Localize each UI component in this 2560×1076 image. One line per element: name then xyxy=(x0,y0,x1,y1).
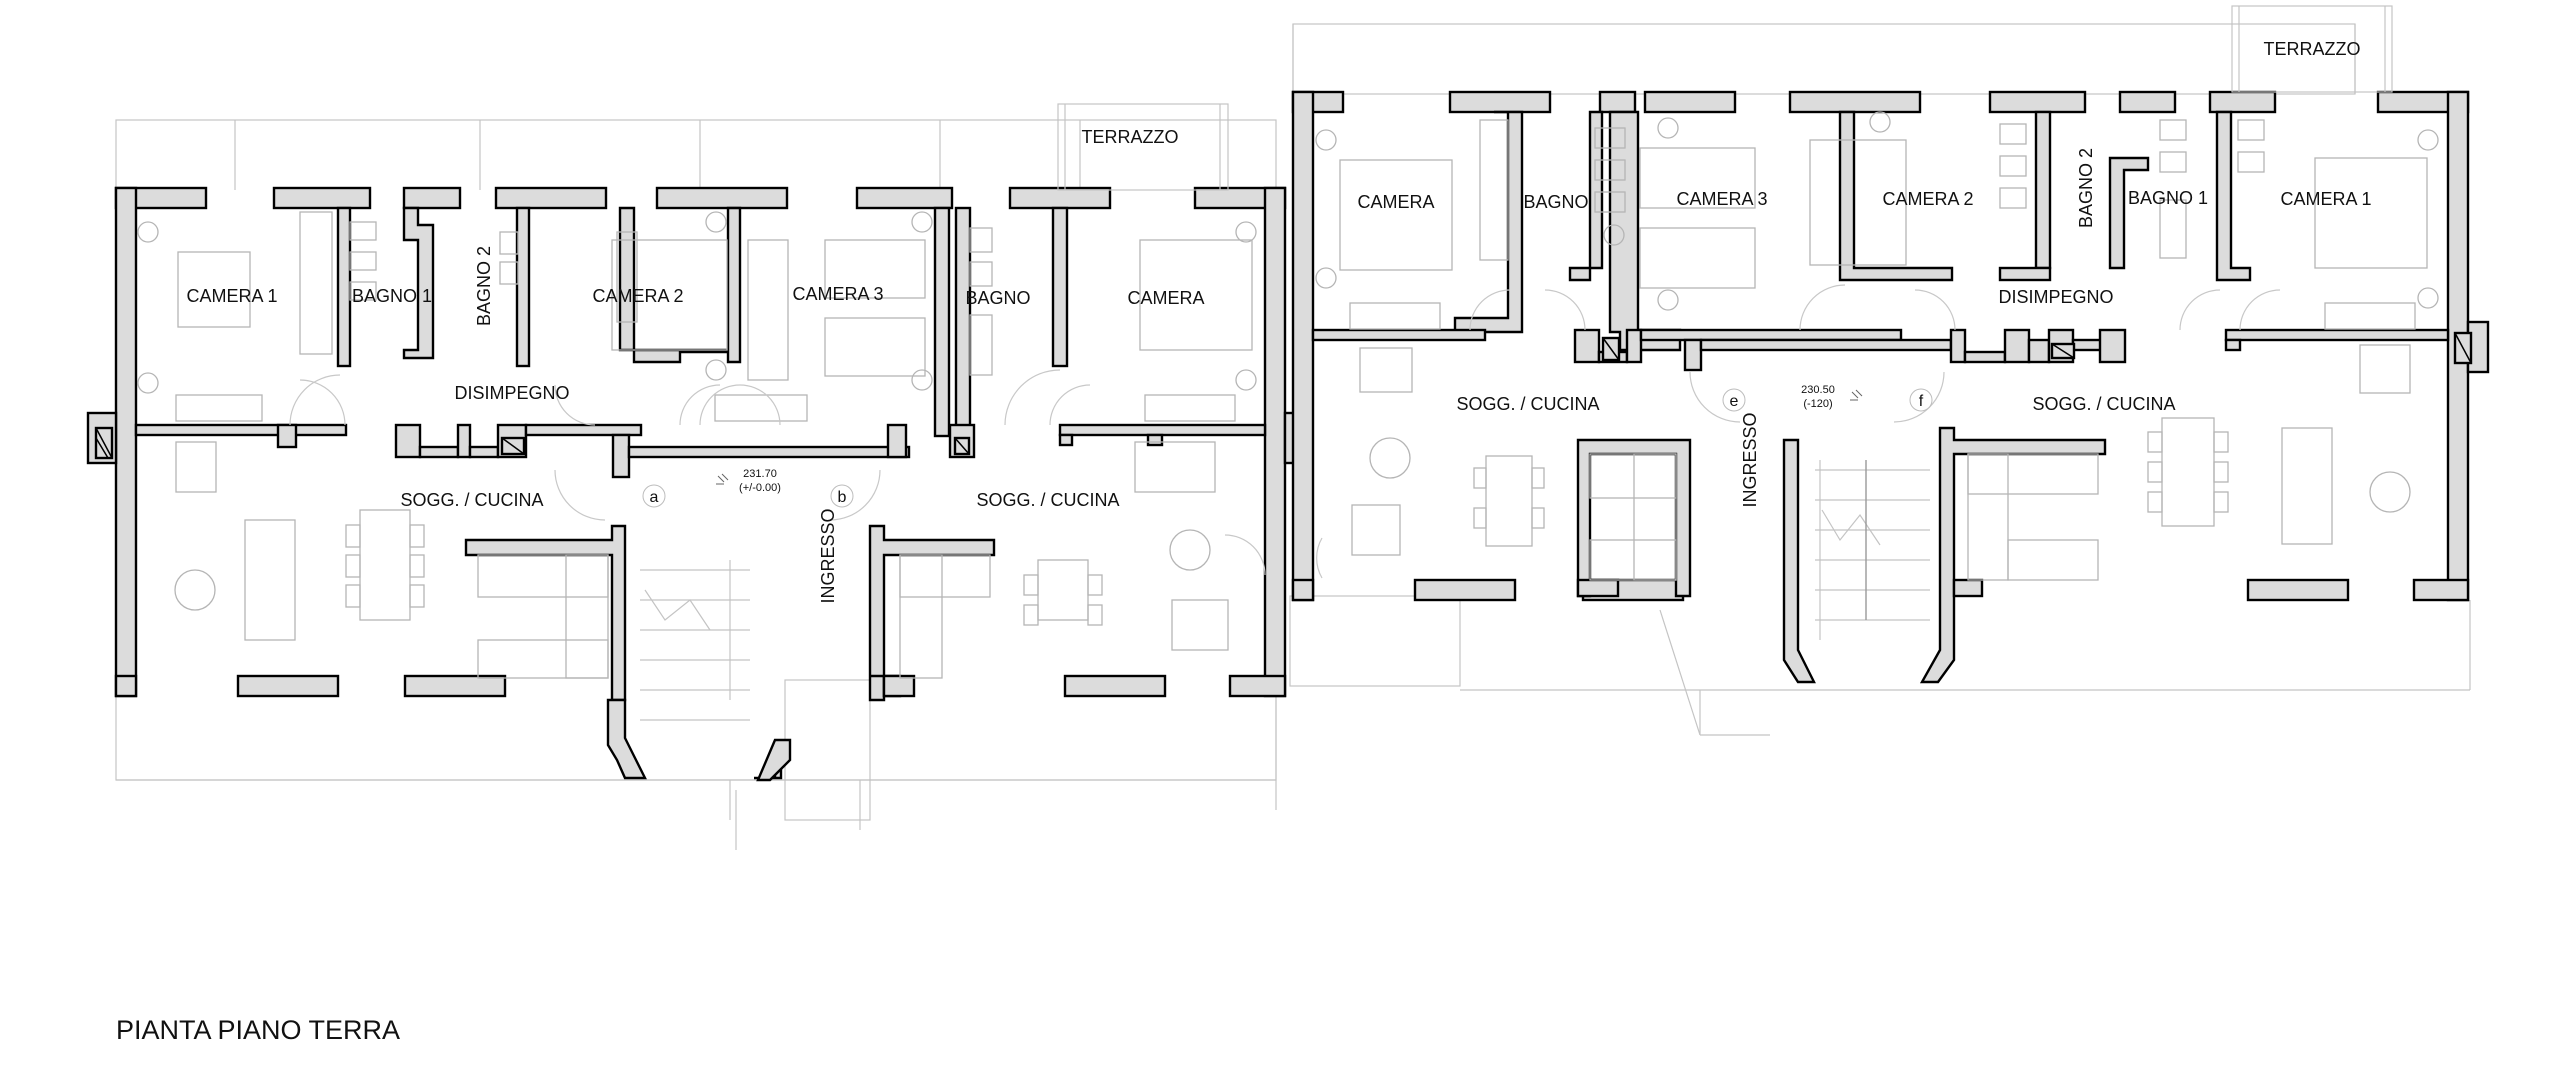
marker-a-circle xyxy=(642,484,666,508)
left-stairs xyxy=(640,560,750,721)
right-furniture xyxy=(1315,111,2439,581)
right-level-value: 230.50 xyxy=(1801,384,1835,396)
label-left-sogg-cucina-1: SOGG. / CUCINA xyxy=(400,490,543,510)
marker-a: a xyxy=(650,489,659,506)
left-level-symbol xyxy=(716,473,729,485)
label-right-camera3: CAMERA 3 xyxy=(1676,189,1767,209)
label-right-bagno2: BAGNO 2 xyxy=(2076,148,2096,228)
left-outline-lines xyxy=(115,119,1277,850)
left-terrazzo xyxy=(1057,103,1229,191)
left-shafts xyxy=(94,426,971,460)
right-interior-walls xyxy=(1311,110,2450,372)
label-right-camera: CAMERA xyxy=(1357,192,1434,212)
marker-b: b xyxy=(838,489,847,506)
right-building xyxy=(1289,5,2490,736)
label-right-sogg-cucina-2: SOGG. / CUCINA xyxy=(2032,394,2175,414)
right-living-walls xyxy=(1576,426,2107,684)
left-level-note: (+/-0.00) xyxy=(739,482,781,494)
marker-f: f xyxy=(1919,393,1924,410)
label-left-camera3: CAMERA 3 xyxy=(792,284,883,304)
label-left-camera2: CAMERA 2 xyxy=(592,286,683,306)
label-left-bagno: BAGNO xyxy=(965,288,1030,308)
plan-caption: PIANTA PIANO TERRA xyxy=(116,1015,401,1045)
label-right-camera2: CAMERA 2 xyxy=(1882,189,1973,209)
right-level-note: (-120) xyxy=(1803,398,1832,410)
marker-b-circle xyxy=(830,484,854,508)
left-interior-walls xyxy=(134,206,1267,479)
label-left-bagno1: BAGNO 1 xyxy=(352,286,432,306)
left-furniture xyxy=(137,211,1257,679)
label-right-terrazzo: TERRAZZO xyxy=(2264,39,2361,59)
left-living-walls xyxy=(464,524,996,782)
marker-e: e xyxy=(1730,393,1739,410)
right-outline-lines xyxy=(1289,23,2471,736)
left-doors xyxy=(289,369,1266,576)
label-left-bagno2: BAGNO 2 xyxy=(474,246,494,326)
label-right-disimpegno: DISIMPEGNO xyxy=(1998,287,2113,307)
label-right-bagno: BAGNO xyxy=(1523,192,1588,212)
label-left-camera1: CAMERA 1 xyxy=(186,286,277,306)
label-right-camera1: CAMERA 1 xyxy=(2280,189,2371,209)
left-level-value: 231.70 xyxy=(743,468,777,480)
left-room-labels: CAMERA 1 BAGNO 1 BAGNO 2 CAMERA 2 CAMERA… xyxy=(186,127,1204,604)
label-right-bagno1: BAGNO 1 xyxy=(2128,188,2208,208)
marker-e-circle xyxy=(1722,388,1746,412)
label-right-sogg-cucina-1: SOGG. / CUCINA xyxy=(1456,394,1599,414)
right-doors xyxy=(1316,284,2281,579)
right-stairs xyxy=(1815,460,1930,640)
right-level-symbol xyxy=(1850,389,1863,401)
label-left-ingresso: INGRESSO xyxy=(818,508,838,603)
label-right-ingresso: INGRESSO xyxy=(1740,412,1760,507)
label-left-terrazzo: TERRAZZO xyxy=(1082,127,1179,147)
label-left-disimpegno: DISIMPEGNO xyxy=(454,383,569,403)
left-outer-walls xyxy=(86,186,1307,698)
label-left-camera: CAMERA xyxy=(1127,288,1204,308)
right-terrazzo xyxy=(2231,5,2393,93)
left-building xyxy=(86,103,1307,850)
label-left-sogg-cucina-2: SOGG. / CUCINA xyxy=(976,490,1119,510)
right-room-labels: CAMERA BAGNO CAMERA 3 CAMERA 2 BAGNO 2 B… xyxy=(1357,39,2371,508)
right-shafts xyxy=(1601,331,2473,365)
marker-f-circle xyxy=(1909,388,1933,412)
